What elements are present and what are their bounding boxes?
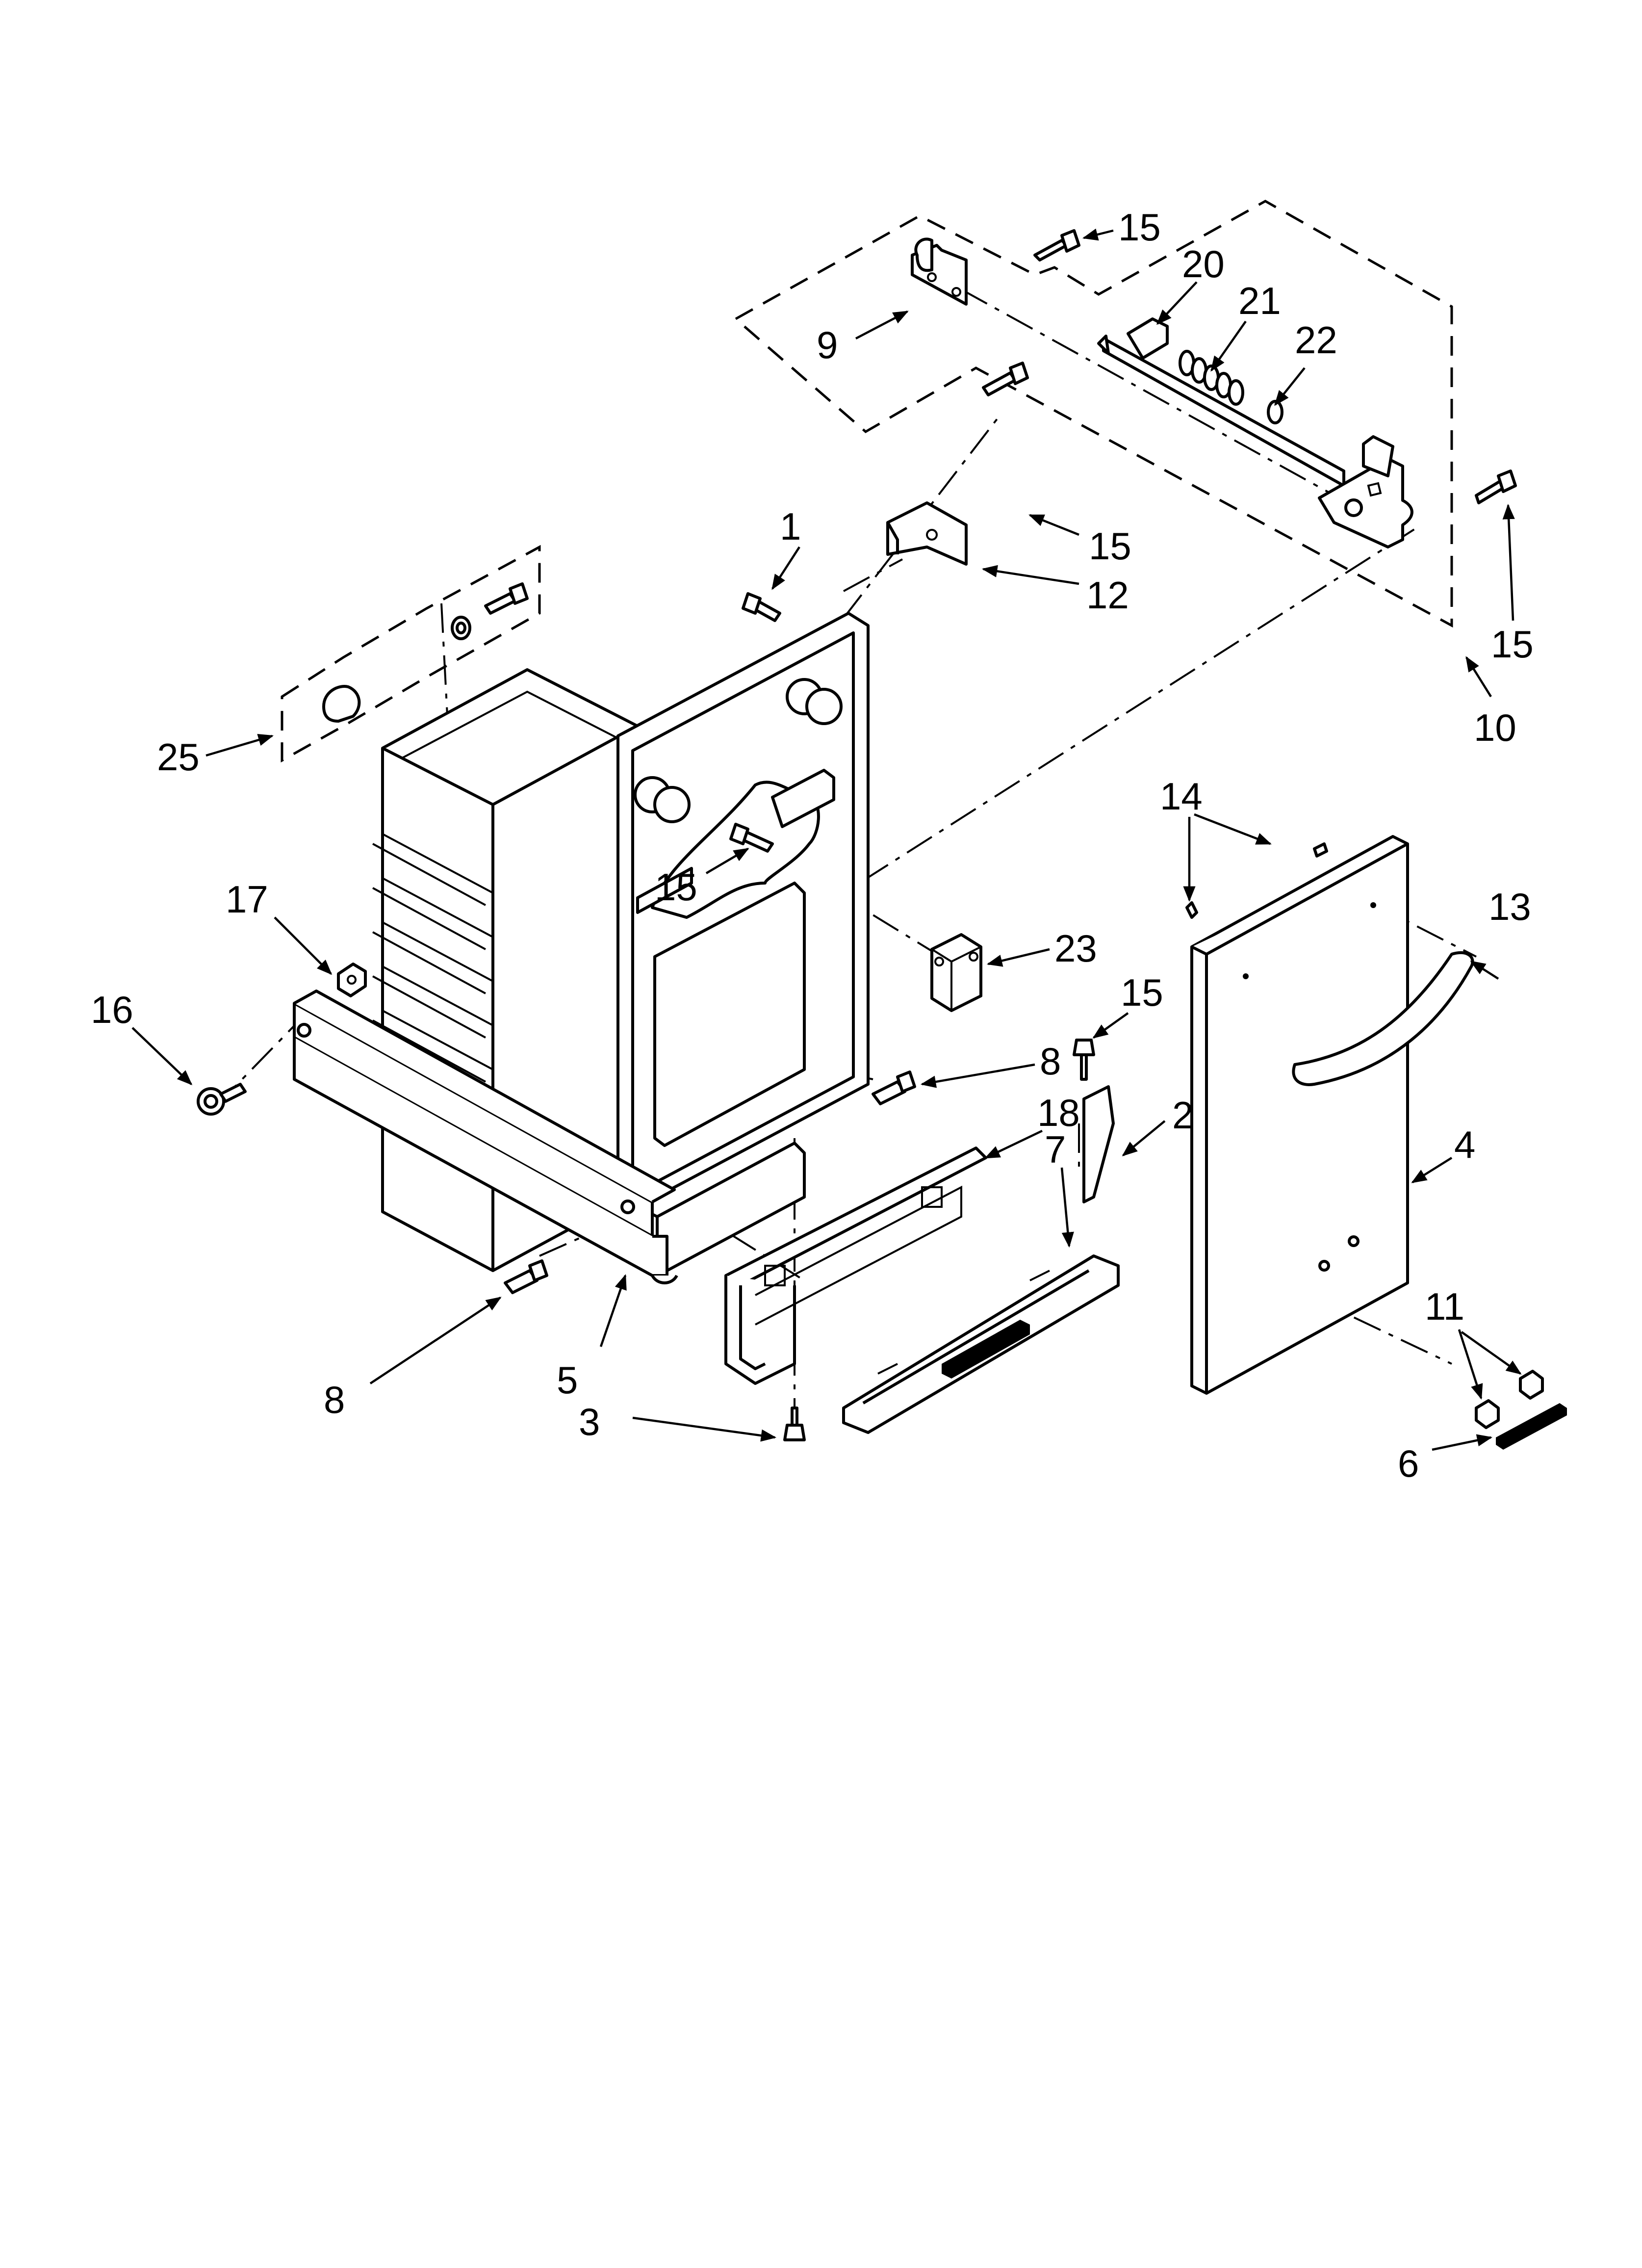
door-panel [1190,835,1409,1395]
callout-10: 10 [1474,706,1516,749]
callout-15-right: 15 [1491,623,1534,666]
hinge-pin-assembly [1097,317,1413,548]
callout-11: 11 [1425,1285,1464,1328]
callout-9: 9 [817,323,838,366]
top-hinge-assembly-group-outline [733,200,1453,628]
callout-6: 6 [1398,1442,1419,1485]
callout-18: 18 [1037,1091,1080,1134]
callout-7: 7 [1045,1128,1066,1171]
hinge-bracket-9 [911,237,968,306]
kickplate [724,1147,987,1385]
callout-1: 1 [780,505,801,548]
callout-15-top: 15 [1118,206,1161,249]
callout-20: 20 [1182,242,1225,286]
callout-13: 13 [1488,885,1531,928]
callout-8-left: 8 [324,1378,345,1421]
callout-15-mid: 15 [1089,524,1131,568]
callout-3: 3 [579,1400,600,1443]
callout-21: 21 [1238,279,1281,322]
callout-23: 23 [1054,927,1097,970]
drain-kit-group-outline [281,545,541,763]
callout-15-low: 15 [1121,971,1163,1014]
callout-22: 22 [1295,318,1337,362]
callout-labels: 15 9 20 21 22 1 15 12 15 10 25 15 23 17 … [91,206,1534,1485]
hinge-bracket-12 [886,501,968,566]
callout-8-right: 8 [1040,1040,1061,1083]
hardware-screws [197,229,1567,1450]
door-latch [1082,1085,1115,1203]
door-catch-bracket [930,933,982,1012]
callout-17: 17 [226,878,268,921]
callout-14: 14 [1160,775,1203,818]
callout-16: 16 [91,988,133,1031]
callout-15-cabinet: 15 [655,865,697,909]
callout-25: 25 [157,735,200,779]
drain-tray [842,1254,1120,1434]
base-rail [293,990,678,1284]
callout-2: 2 [1172,1094,1193,1137]
callout-4: 4 [1454,1123,1475,1166]
callout-5: 5 [557,1358,578,1402]
callout-leaders [131,228,1522,1451]
callout-12: 12 [1086,574,1129,617]
